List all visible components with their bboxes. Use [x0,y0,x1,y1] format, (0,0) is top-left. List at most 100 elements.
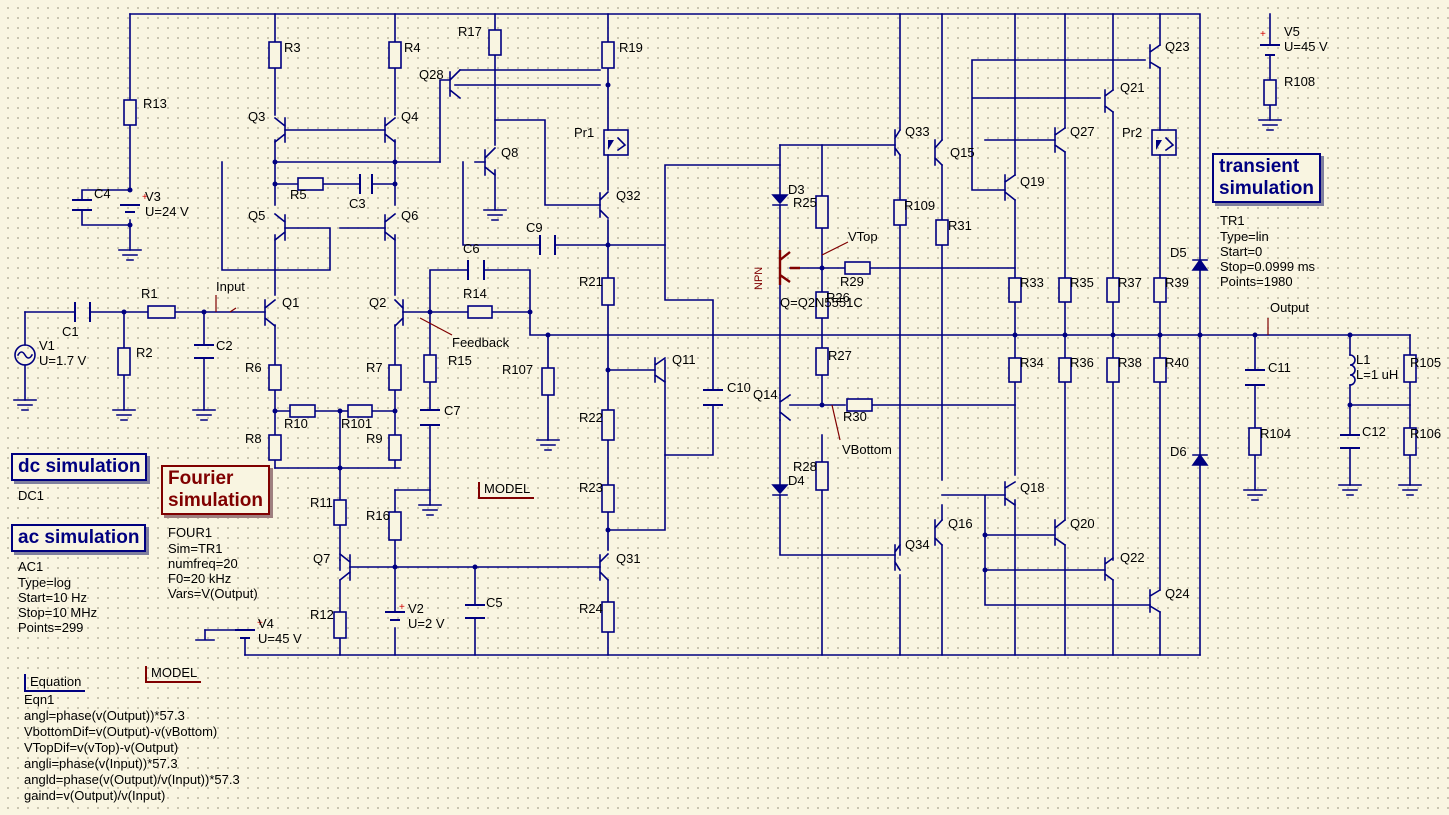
model-block-2[interactable]: MODEL [145,666,202,683]
label-pr1[interactable]: Pr1 [574,125,595,140]
label-r28[interactable]: R28 [793,459,817,474]
label-q11[interactable]: Q11 [672,352,696,367]
label-r34[interactable]: R34 [1020,355,1044,370]
label-q27[interactable]: Q27 [1070,124,1095,139]
label-r15[interactable]: R15 [448,353,472,368]
label-r23[interactable]: R23 [579,480,603,495]
label-q28[interactable]: Q28 [419,67,444,82]
label-v2[interactable]: V2 [408,601,424,616]
label-d4[interactable]: D4 [788,473,805,488]
label-r13[interactable]: R13 [143,96,167,111]
label-r105[interactable]: R105 [1410,355,1442,370]
label-r8[interactable]: R8 [245,431,262,446]
label-r1[interactable]: R1 [141,286,158,301]
label-v1[interactable]: V1 [39,338,55,353]
label-r108[interactable]: R108 [1284,74,1316,89]
label-v3[interactable]: V3 [145,189,161,204]
label-r40[interactable]: R40 [1165,355,1189,370]
label-d5[interactable]: D5 [1170,245,1187,260]
label-r109[interactable]: R109 [904,198,936,213]
label-r104[interactable]: R104 [1260,426,1292,441]
label-q20[interactable]: Q20 [1070,516,1095,531]
label-q32[interactable]: Q32 [616,188,641,203]
label-q24[interactable]: Q24 [1165,586,1190,601]
label-r38[interactable]: R38 [1118,355,1142,370]
label-r33[interactable]: R33 [1020,275,1044,290]
label-c3[interactable]: C3 [349,196,366,211]
label-r4[interactable]: R4 [404,40,421,55]
label-r29[interactable]: R29 [840,274,864,289]
fourier-simulation-block[interactable]: Fourier simulation [161,465,271,515]
net-label-vtop[interactable]: VTop [848,229,878,244]
label-c2[interactable]: C2 [216,338,233,353]
label-c6[interactable]: C6 [463,241,480,256]
label-c4[interactable]: C4 [94,186,111,201]
label-r7[interactable]: R7 [366,360,383,375]
label-r10[interactable]: R10 [284,416,308,431]
label-v5[interactable]: V5 [1284,24,1300,39]
label-r36[interactable]: R36 [1070,355,1094,370]
label-r12[interactable]: R12 [310,607,334,622]
label-r22[interactable]: R22 [579,410,603,425]
label-q33[interactable]: Q33 [905,124,930,139]
label-r17[interactable]: R17 [458,24,482,39]
label-q22[interactable]: Q22 [1120,550,1145,565]
label-r6[interactable]: R6 [245,360,262,375]
label-q34[interactable]: Q34 [905,537,930,552]
label-r37[interactable]: R37 [1118,275,1142,290]
label-r14[interactable]: R14 [463,286,487,301]
label-q2[interactable]: Q2 [369,295,387,310]
label-q23[interactable]: Q23 [1165,39,1190,54]
label-r107[interactable]: R107 [502,362,534,377]
label-r3[interactable]: R3 [284,40,301,55]
label-r31[interactable]: R31 [948,218,972,233]
net-label-output[interactable]: Output [1270,300,1310,315]
label-q16[interactable]: Q16 [948,516,973,531]
net-label-vbottom[interactable]: VBottom [842,442,892,457]
label-r16[interactable]: R16 [366,508,390,523]
label-r9[interactable]: R9 [366,431,383,446]
label-r2[interactable]: R2 [136,345,153,360]
label-c9[interactable]: C9 [526,220,543,235]
label-c5[interactable]: C5 [486,595,503,610]
label-r39[interactable]: R39 [1165,275,1189,290]
label-q18[interactable]: Q18 [1020,480,1045,495]
model-block-1[interactable]: MODEL [478,482,535,499]
label-q14[interactable]: Q14 [753,387,778,402]
label-c10[interactable]: C10 [727,380,751,395]
label-d3[interactable]: D3 [788,182,805,197]
label-c11[interactable]: C11 [1268,360,1291,375]
label-r35[interactable]: R35 [1070,275,1094,290]
ac-simulation-block[interactable]: ac simulation [11,524,147,552]
label-r27[interactable]: R27 [828,348,852,363]
label-v4[interactable]: V4 [258,616,274,631]
label-q15[interactable]: Q15 [950,145,975,160]
label-r106[interactable]: R106 [1410,426,1442,441]
label-l1[interactable]: L1 [1356,352,1371,367]
label-r21[interactable]: R21 [579,274,603,289]
label-q3[interactable]: Q3 [248,109,266,124]
label-q19[interactable]: Q19 [1020,174,1045,189]
label-r26[interactable]: R26 [826,290,850,305]
label-r101[interactable]: R101 [341,416,373,431]
label-q8[interactable]: Q8 [501,145,519,160]
label-q7[interactable]: Q7 [313,551,331,566]
label-r25[interactable]: R25 [793,195,817,210]
net-label-feedback[interactable]: Feedback [452,335,510,350]
label-r30[interactable]: R30 [843,409,867,424]
label-q21[interactable]: Q21 [1120,80,1145,95]
label-r24[interactable]: R24 [579,601,603,616]
label-r5[interactable]: R5 [290,187,307,202]
label-d6[interactable]: D6 [1170,444,1187,459]
net-label-input[interactable]: Input [216,279,245,294]
label-q1[interactable]: Q1 [282,295,300,310]
label-pr2[interactable]: Pr2 [1122,125,1143,140]
transient-simulation-block[interactable]: transient simulation [1212,153,1322,203]
label-c1[interactable]: C1 [62,324,79,339]
label-c7[interactable]: C7 [444,403,461,418]
equation-block[interactable]: Equation Eqn1 angl=phase(v(Output))*57.3… [24,674,240,804]
label-q5[interactable]: Q5 [248,208,266,223]
label-q6[interactable]: Q6 [401,208,419,223]
dc-simulation-block[interactable]: dc simulation [11,453,148,481]
label-q31[interactable]: Q31 [616,551,641,566]
